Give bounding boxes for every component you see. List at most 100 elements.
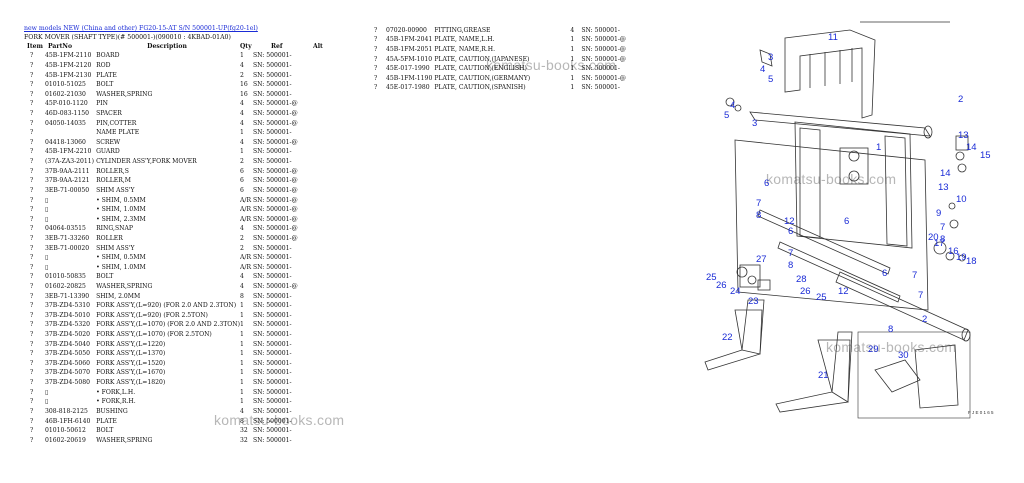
- cell-alt: [313, 282, 325, 292]
- callout-8: 8: [940, 234, 945, 245]
- callout-3: 3: [752, 118, 757, 129]
- cell-ref: SN: 500001-: [252, 254, 292, 262]
- cell-partno: 37B-ZD4-5020: [45, 331, 90, 339]
- cell-item: ?: [30, 71, 34, 79]
- cell-description: • FORK,R.H.: [96, 398, 136, 406]
- cell-item: ?: [374, 65, 378, 73]
- cell-item: ?: [30, 90, 34, 98]
- cell-qty: 2: [239, 244, 244, 252]
- callout-12: 12: [784, 216, 795, 227]
- cell-ref: SN: 500001-: [252, 71, 292, 79]
- cell-qty: 6: [239, 167, 244, 175]
- cell-partno: ▯: [45, 254, 49, 262]
- callout-26: 26: [716, 280, 727, 291]
- callout-22: 22: [722, 332, 733, 343]
- cell-description: SPACER: [96, 110, 122, 118]
- cell-description: • SHIM, 1.0MM: [96, 263, 146, 271]
- cell-partno: 45B-1FM-1190: [386, 74, 433, 82]
- cell-qty: 1: [570, 74, 575, 82]
- cell-ref: SN: 500001-: [252, 359, 292, 367]
- cell-alt: [313, 369, 325, 379]
- callout-7: 7: [940, 222, 945, 233]
- cell-ref: SN: 500001-: [252, 417, 292, 425]
- cell-ref: SN: 500001-: [252, 311, 292, 319]
- cell-alt: [313, 52, 325, 62]
- cell-alt: [313, 157, 325, 167]
- cell-partno: ▯: [45, 263, 49, 271]
- cell-qty: 1: [239, 331, 244, 339]
- callout-21: 21: [818, 370, 829, 381]
- cell-description: WASHER,SPRING: [96, 436, 153, 444]
- callout-8: 8: [788, 260, 793, 271]
- cell-partno: 37B-ZD4-5080: [45, 379, 90, 387]
- callout-23: 23: [748, 296, 759, 307]
- cell-alt: [313, 263, 325, 273]
- cell-item: ?: [30, 436, 34, 444]
- cell-description: BOLT: [96, 273, 114, 281]
- cell-partno: 37B-9AA-2121: [45, 177, 90, 185]
- cell-ref: SN: 500001-: [581, 65, 620, 73]
- cell-description: PIN,COTTER: [96, 119, 137, 127]
- callout-19: 19: [956, 252, 967, 263]
- cell-partno: 01010-50835: [45, 273, 86, 281]
- cell-item: ?: [30, 407, 34, 415]
- cell-qty: 1: [239, 388, 244, 396]
- watermark: komatsu-books.com: [214, 412, 345, 428]
- cell-item: ?: [30, 331, 34, 339]
- cell-partno: 3EB-71-33260: [45, 234, 90, 242]
- cell-alt: [313, 407, 325, 417]
- cell-ref: SN: 500001-@: [252, 234, 298, 242]
- cell-partno: 37B-ZD4-5320: [45, 321, 90, 329]
- cell-partno: 37B-ZD4-5070: [45, 369, 90, 377]
- cell-ref: SN: 500001-: [252, 244, 292, 252]
- cell-partno: 45B-1FM-2051: [386, 45, 433, 53]
- callout-15: 15: [980, 150, 991, 161]
- cell-ref: SN: 500001-@: [252, 225, 298, 233]
- callout-2: 2: [922, 314, 927, 325]
- cell-item: ?: [30, 138, 34, 146]
- callout-24: 24: [730, 286, 741, 297]
- cell-qty: 1: [239, 359, 244, 367]
- cell-qty: 1: [239, 321, 244, 329]
- watermark: komatsu-books.com: [826, 339, 957, 355]
- model-link[interactable]: new models NEW (China and other) FG20-15…: [24, 25, 258, 32]
- cell-ref: SN: 500001-@: [252, 196, 298, 204]
- cell-partno: 45A-5FM-1010: [386, 55, 433, 63]
- cell-alt: [313, 186, 325, 196]
- cell-ref: SN: 500001-: [252, 81, 292, 89]
- cell-ref: SN: 500001-: [252, 331, 292, 339]
- callout-30: 30: [898, 350, 909, 361]
- cell-alt: [313, 167, 325, 177]
- cell-item: ?: [30, 379, 34, 387]
- cell-partno: 45B-1FM-2041: [386, 36, 433, 44]
- cell-description: PLATE, CAUTION,(SPANISH): [434, 84, 526, 92]
- cell-qty: A/R: [239, 196, 252, 204]
- cell-qty: 1: [570, 55, 575, 63]
- cell-partno: 37B-ZD4-5040: [45, 340, 90, 348]
- cell-description: FORK ASS'Y,(L=920) (FOR 2.0 AND 2.3TON): [96, 302, 237, 310]
- cell-description: • SHIM, 0.5MM: [96, 254, 146, 262]
- cell-alt: [313, 215, 325, 225]
- cell-partno: 46D-083-1150: [45, 110, 90, 118]
- cell-partno: ▯: [45, 398, 49, 406]
- cell-item: ?: [30, 206, 34, 214]
- cell-alt: [313, 359, 325, 369]
- cell-partno: 45E-017-1990: [386, 65, 430, 73]
- cell-qty: 2: [239, 234, 244, 242]
